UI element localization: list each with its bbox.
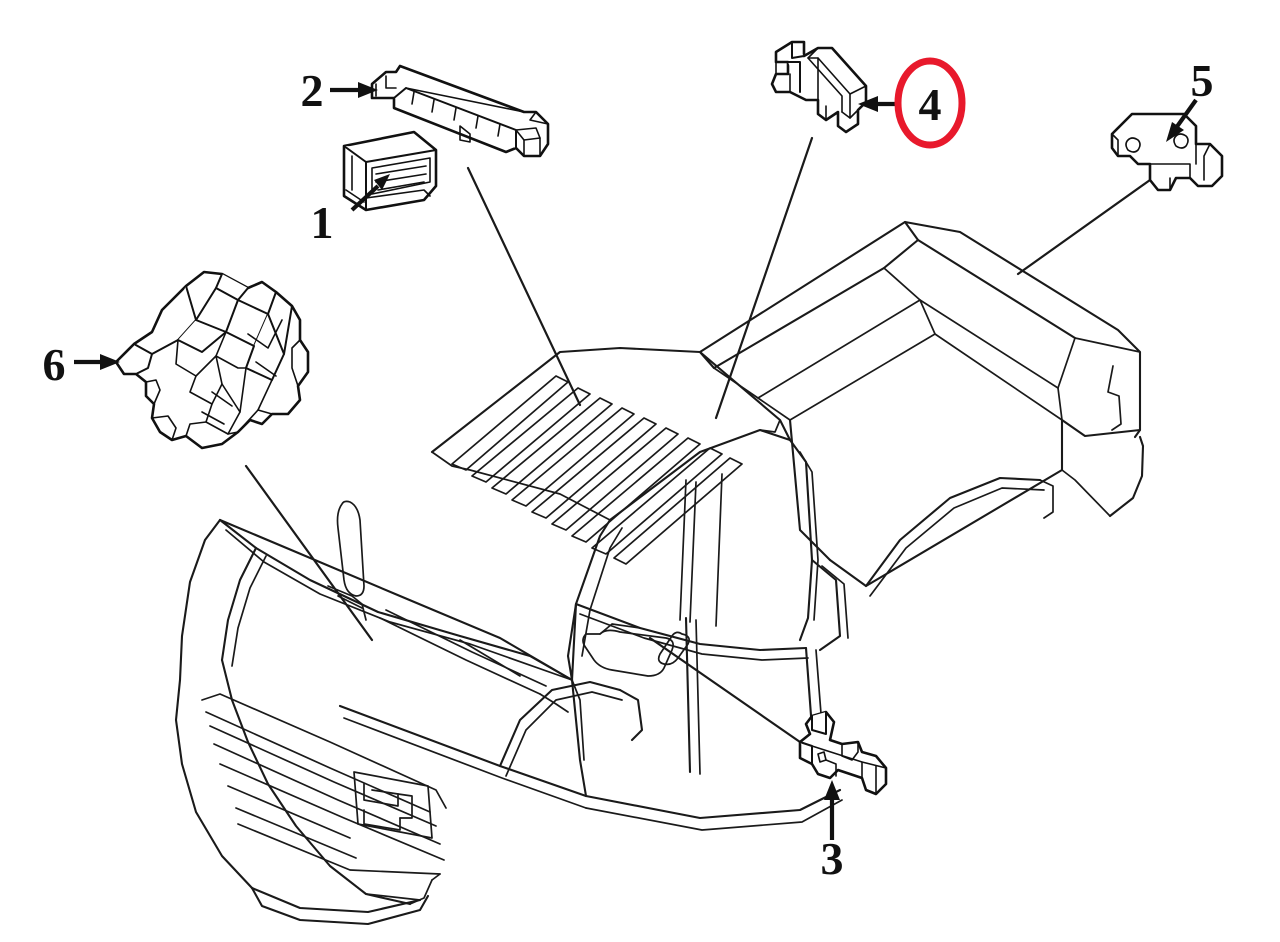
callout-arrow-5 [1166,98,1198,142]
leader-line-3 [648,636,802,744]
callout-arrow-6 [74,354,120,370]
part-module-small-block [342,130,438,212]
highlight-ellipse-callout-4 [894,57,966,149]
leader-line-5 [1016,178,1152,276]
side-mirror [582,629,674,677]
callout-arrow-3 [824,780,840,840]
callout-arrow-2 [330,82,378,98]
door-handle [657,631,690,666]
leader-line-6 [244,464,374,642]
part-antenna-module-bracket [770,40,868,134]
leader-line-2 [466,166,582,407]
part-antenna-long-rail [370,64,550,158]
headlamp [353,771,433,839]
mount-hole-left [1125,137,1141,153]
antenna-base-nub [336,500,365,597]
grille [201,693,447,875]
leader-line-4 [714,136,814,420]
callout-arrow-1 [350,174,390,212]
part-antenna-bracket-lower [798,710,888,796]
vehicle-outline [174,220,1145,926]
part-fuse-junction-box [114,270,310,450]
mount-hole-right [1173,133,1189,149]
leader-lines [244,136,1152,744]
part-sensor-module-bracket [1110,112,1224,192]
windshield-ribbed-lines [451,375,743,565]
